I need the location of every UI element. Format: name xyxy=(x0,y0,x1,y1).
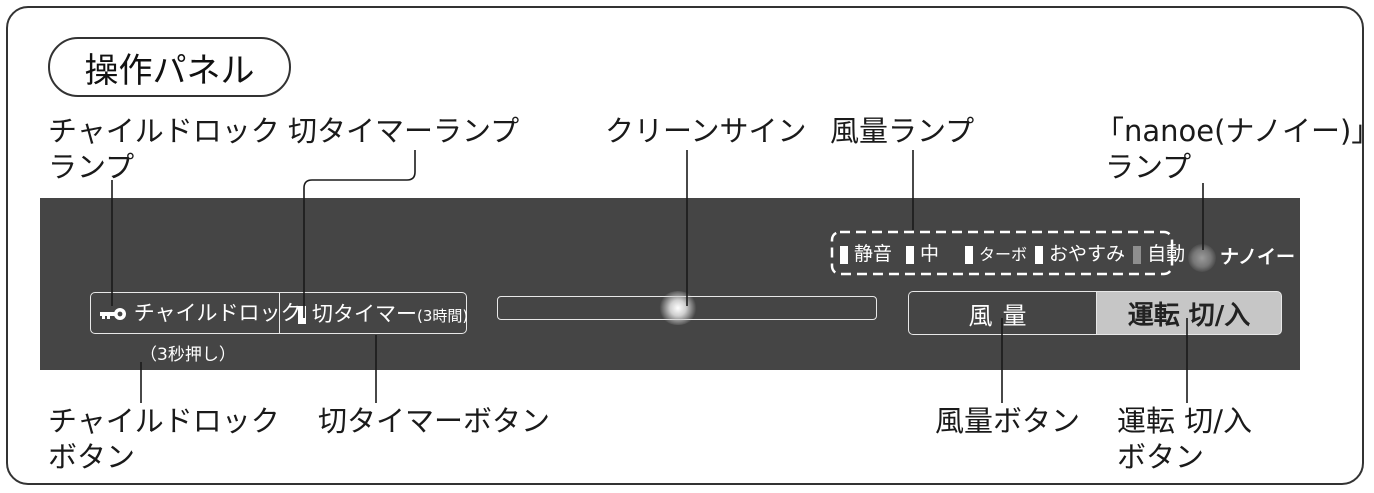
nanoe-label: ナノイー xyxy=(1220,246,1296,268)
control-panel xyxy=(40,198,1300,370)
callout-child-lock-lamp-line2: ランプ xyxy=(48,150,135,184)
callout-airflow-button: 風量ボタン xyxy=(935,404,1081,438)
callout-power-button: 運転 切/入 ボタン xyxy=(1117,403,1252,475)
callout-nanoe-lamp: 「nanoe(ナノイー)」 ランプ xyxy=(1095,113,1374,185)
airflow-mode-label-1: 中 xyxy=(920,243,940,265)
off-timer-button-hint: (3時間) xyxy=(417,307,469,325)
child-lock-button-label: チャイルドロック xyxy=(133,301,302,325)
callout-child-lock-lamp: チャイルドロック ランプ xyxy=(48,113,280,185)
airflow-lamp-indicator-4 xyxy=(1133,245,1142,264)
clean-sign-light xyxy=(658,291,698,325)
airflow-lamp-indicator-0 xyxy=(840,245,848,264)
power-button[interactable]: 運転 切/入 xyxy=(1096,291,1282,335)
callout-child-lock-button-line1: チャイルドロック xyxy=(48,404,280,438)
off-timer-button-label: 切タイマー xyxy=(312,302,417,326)
callout-airflow-lamp: 風量ランプ xyxy=(830,114,975,148)
callout-nanoe-lamp-line2: ランプ xyxy=(1105,150,1192,184)
page-title: 操作パネル xyxy=(48,37,291,97)
callout-clean-sign: クリーンサイン xyxy=(605,114,807,148)
callout-off-timer-button: 切タイマーボタン xyxy=(318,404,551,438)
callout-child-lock-lamp-line1: チャイルドロック xyxy=(48,114,280,148)
callout-child-lock-button-line2: ボタン xyxy=(48,440,136,474)
airflow-lamp-indicator-2 xyxy=(965,245,974,264)
off-timer-button[interactable]: 切タイマー(3時間) xyxy=(280,292,468,334)
airflow-mode-label-2: ターボ xyxy=(979,245,1028,264)
airflow-lamp-indicator-3 xyxy=(1035,245,1044,264)
callout-power-button-line2: ボタン xyxy=(1117,440,1205,474)
off-timer-button-content: 切タイマー(3時間) xyxy=(298,300,468,330)
airflow-lamp-row: 静音 中 ターボ おやすみ自動 xyxy=(840,240,1185,269)
airflow-lamp-indicator-1 xyxy=(906,245,915,264)
callout-off-timer-lamp: 切タイマーランプ xyxy=(288,114,520,148)
callout-nanoe-lamp-line1: 「nanoe(ナノイー)」 xyxy=(1095,114,1374,148)
airflow-mode-label-3: おやすみ xyxy=(1049,243,1126,265)
diagram-frame xyxy=(6,6,1364,485)
callout-child-lock-button: チャイルドロック ボタン xyxy=(48,403,280,475)
power-button-label: 運転 切/入 xyxy=(1127,300,1251,331)
key-icon xyxy=(99,301,134,325)
airflow-button-label: 風量 xyxy=(968,301,1037,330)
callout-power-button-line1: 運転 切/入 xyxy=(1117,404,1252,438)
airflow-button[interactable]: 風量 xyxy=(908,291,1096,335)
child-lock-button[interactable]: チャイルドロック xyxy=(90,292,301,334)
clean-sign-bar xyxy=(497,291,877,325)
child-lock-hint: （3秒押し） xyxy=(140,345,236,365)
nanoe-lamp xyxy=(1188,244,1216,272)
airflow-mode-label-0: 静音 xyxy=(854,243,893,265)
off-timer-lamp xyxy=(298,306,306,324)
airflow-mode-label-4: 自動 xyxy=(1147,243,1186,265)
page-title-text: 操作パネル xyxy=(84,50,255,91)
child-lock-button-content: チャイルドロック xyxy=(99,299,301,327)
